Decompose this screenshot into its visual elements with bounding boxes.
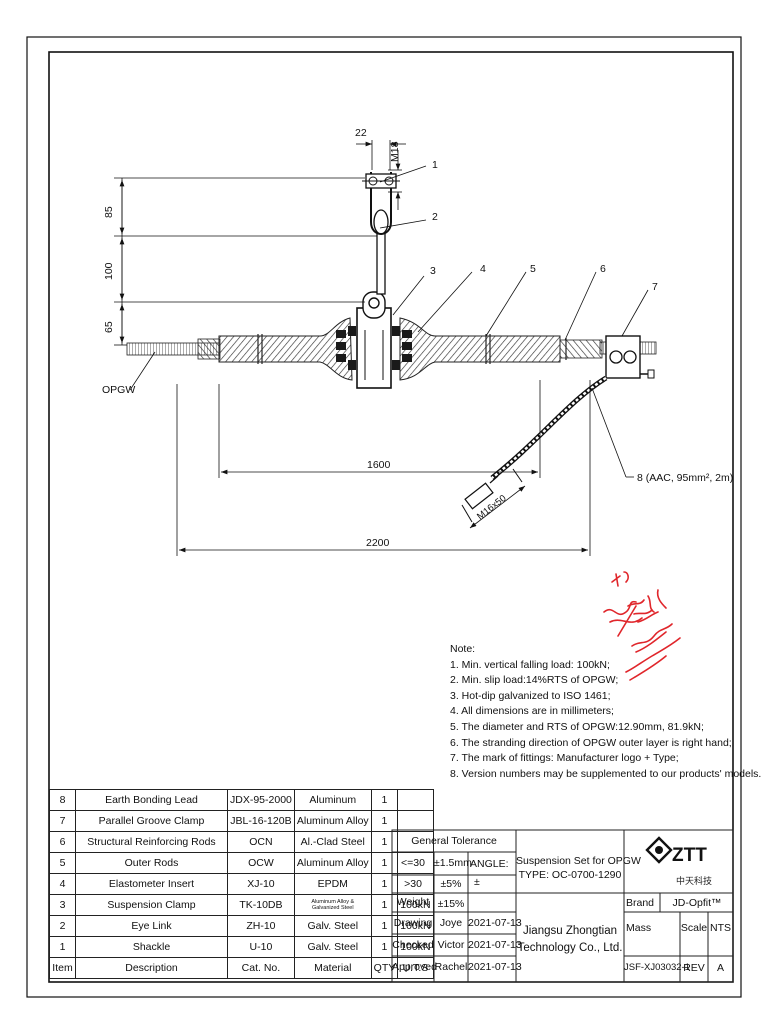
leader-lines [129, 165, 649, 478]
company-line1: Jiangsu Zhongtian [523, 925, 617, 937]
approved-date: 2021-07-13 [468, 961, 522, 973]
dim-2200: 2200 [366, 537, 390, 549]
checked-name: Victor [437, 939, 465, 951]
approved-name: Rachel [434, 961, 468, 973]
note-item: 6. The stranding direction of OPGW outer… [450, 736, 732, 749]
checked-date: 2021-07-13 [468, 939, 522, 951]
logo-text: ZTT [672, 845, 707, 866]
tol-value-1: ±1.5mm [434, 857, 472, 869]
drawing-label: Drawing [393, 917, 433, 929]
drawing-title-line2: TYPE: OC-0700-1290 [518, 869, 622, 881]
elastomer-insert [336, 326, 412, 370]
tol-value-2: ±5% [440, 878, 462, 890]
part-number-8: 8 (AAC, 95mm², 2m) [637, 472, 733, 484]
dim-85: 85 [103, 206, 115, 218]
tol-range-2: >30 [404, 878, 422, 890]
dimension-lines [114, 140, 591, 556]
rev-value: A [716, 962, 724, 974]
label-opgw: OPGW [102, 384, 135, 396]
part-number-6: 6 [600, 263, 606, 275]
shackle [370, 172, 392, 235]
mass-label: Mass [626, 922, 652, 934]
dim-22: 22 [355, 127, 367, 139]
note-heading: Note: [450, 643, 476, 655]
ztt-logo: ZTT 中天科技 [645, 836, 712, 887]
note-item: 4. All dimensions are in millimeters; [450, 705, 614, 718]
angle-value: ± [474, 876, 480, 888]
scale-value: NTS [710, 922, 731, 934]
inner-border [48, 51, 734, 983]
brand-value: JD-Opfit™ [672, 897, 722, 909]
angle-label: ANGLE: [470, 858, 509, 870]
brand-label: Brand [626, 897, 655, 909]
assembly-drawing [126, 172, 657, 529]
part-number-4: 4 [480, 263, 486, 275]
rev-label: REV [683, 962, 705, 974]
note-item: 2. Min. slip load:14%RTS of OPGW; [450, 674, 619, 687]
approval-signature [603, 571, 681, 681]
part-number-7: 7 [652, 281, 658, 293]
notes-block: Note: 1. Min. vertical falling load: 100… [450, 642, 761, 782]
part-number-2: 2 [432, 211, 438, 223]
part-number-3: 3 [430, 265, 436, 277]
note-item: 7. The mark of fittings: Manufacturer lo… [450, 752, 679, 765]
tol-value-3: ±15% [437, 898, 465, 910]
note-item: 8. Version numbers may be supplemented t… [450, 767, 762, 780]
scale-label: Scale [680, 922, 708, 934]
checked-label: Checked [392, 939, 434, 951]
outer-rods-right [399, 317, 561, 381]
part-number-5: 5 [530, 263, 536, 275]
dim-100: 100 [103, 262, 115, 280]
document-number: JSF-XJ03032-1 [624, 962, 691, 973]
general-tolerance-heading: General Tolerance [411, 835, 497, 847]
logo-cn: 中天科技 [676, 875, 712, 887]
dim-m18: M18 [389, 141, 401, 162]
drawing-date: 2021-07-13 [468, 917, 522, 929]
suspension-clamp [356, 307, 392, 389]
note-item: 1. Min. vertical falling load: 100kN; [450, 658, 610, 671]
dim-65: 65 [103, 321, 115, 333]
parallel-groove-clamp [605, 335, 641, 379]
eye-link [376, 227, 386, 295]
company-line2: Technology Co., Ltd. [517, 942, 623, 954]
tol-range-3: Weight [396, 896, 430, 908]
tol-range-1: <=30 [401, 857, 425, 869]
note-item: 3. Hot-dip galvanized to ISO 1461; [450, 689, 611, 702]
part-number-1: 1 [432, 159, 438, 171]
outer-border [26, 36, 742, 998]
approved-label: Approved [392, 961, 437, 973]
outer-rods-left [218, 317, 353, 381]
dim-1600: 1600 [367, 459, 391, 471]
reinforcing-rods-left [197, 338, 221, 360]
drawing-title-line1: Suspension Set for OPGW [516, 855, 641, 867]
note-item: 5. The diameter and RTS of OPGW:12.90mm,… [450, 720, 704, 733]
drawing-name: Joye [439, 917, 463, 929]
